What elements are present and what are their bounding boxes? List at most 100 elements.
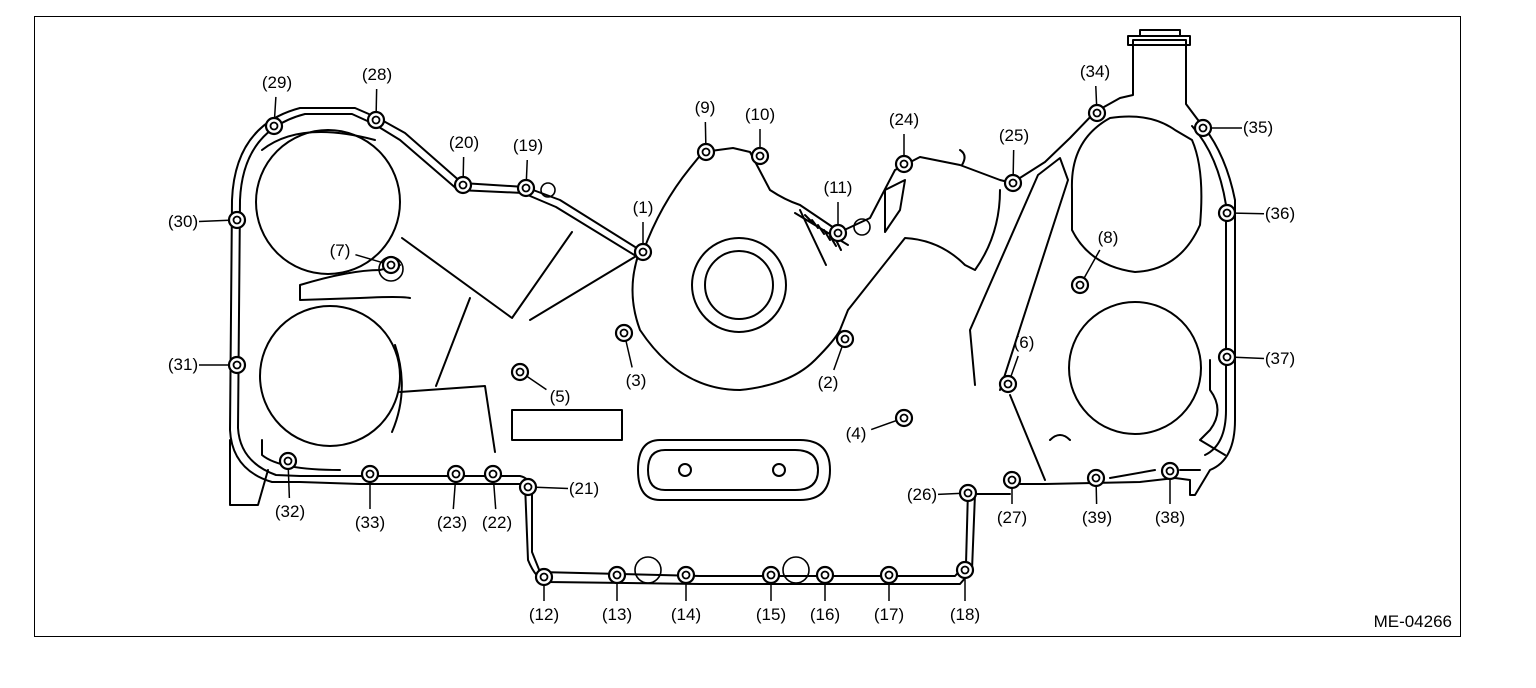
bolt-15: [761, 565, 781, 585]
bolt-28-head: [371, 115, 381, 125]
bolt-label-22: (22): [482, 513, 512, 532]
bolt-5: [510, 362, 530, 382]
bolt-layer: (1)(2)(3)(4)(5)(6)(7)(8)(9)(10)(11)(12)(…: [168, 62, 1295, 624]
right-lower-pulley: [1068, 301, 1202, 435]
bolt-label-31: (31): [168, 355, 198, 374]
bolt-2-head: [840, 334, 850, 344]
bolt-4: [894, 408, 914, 428]
center-cover-lobe: [631, 189, 1001, 391]
bolt-label-8: (8): [1098, 228, 1119, 247]
leader-line-3: [625, 340, 633, 368]
bolt-label-37: (37): [1265, 349, 1295, 368]
bolt-12-head: [539, 572, 549, 582]
bolt-6: [998, 374, 1018, 394]
bolt-30: [227, 210, 247, 230]
bolt-22-head: [488, 469, 498, 479]
bolt-16-head: [820, 570, 830, 580]
bolt-1-head: [638, 247, 648, 257]
leader-line-22: [492, 481, 497, 510]
right-upper-pulley: [1070, 115, 1203, 273]
bolt-label-10: (10): [745, 105, 775, 124]
leader-line-4: [870, 419, 897, 431]
center-cover-outline: [642, 39, 1199, 253]
right-cover-web: [1009, 359, 1226, 481]
bolt-label-20: (20): [449, 133, 479, 152]
bolt-15-head: [766, 570, 776, 580]
tensioner-arm: [969, 157, 1069, 391]
leader-line-37: [1234, 356, 1265, 360]
bolt-label-15: (15): [756, 605, 786, 624]
leader-line-7: [355, 253, 384, 264]
bolt-11: [828, 223, 848, 243]
upper-belt-guide: [884, 149, 966, 233]
left-lower-pulley: [259, 305, 401, 447]
left-cover-rib: [399, 231, 573, 453]
bolt-label-36: (36): [1265, 204, 1295, 223]
bolt-19: [516, 178, 536, 198]
label-plate: [511, 409, 623, 441]
bolt-label-17: (17): [874, 605, 904, 624]
bolt-label-3: (3): [626, 371, 647, 390]
bolt-label-4: (4): [846, 424, 867, 443]
crank-sprocket-outer: [691, 237, 787, 333]
bolt-20-head: [458, 180, 468, 190]
bolt-label-16: (16): [810, 605, 840, 624]
bolt-33-head: [365, 469, 375, 479]
bolt-13-head: [612, 570, 622, 580]
bolt-36: [1217, 203, 1237, 223]
bolt-label-24: (24): [889, 110, 919, 129]
bolt-label-19: (19): [513, 136, 543, 155]
bolt-35-head: [1198, 123, 1208, 133]
left-lower-pulley-rim: [391, 344, 403, 433]
bolt-14: [676, 565, 696, 585]
bolt-21-head: [523, 482, 533, 492]
bolt-label-1: (1): [633, 198, 654, 217]
leader-line-5: [526, 375, 547, 391]
bolt-8: [1070, 275, 1090, 295]
bolt-37-head: [1222, 352, 1232, 362]
bolt-label-18: (18): [950, 605, 980, 624]
bolt-label-32: (32): [275, 502, 305, 521]
bolt-26-head: [963, 488, 973, 498]
bolt-6-head: [1003, 379, 1013, 389]
bolt-13: [607, 565, 627, 585]
bolt-31: [227, 355, 247, 375]
slot-hole-left: [678, 463, 692, 477]
bolt-5-head: [515, 367, 525, 377]
leader-line-8: [1083, 249, 1101, 279]
bolt-39-head: [1091, 473, 1101, 483]
bolt-39: [1086, 468, 1106, 488]
bolt-9: [696, 142, 716, 162]
bolt-7-head: [386, 260, 396, 270]
leader-line-6: [1010, 355, 1019, 377]
bolt-34-head: [1092, 108, 1102, 118]
bolt-label-13: (13): [602, 605, 632, 624]
figure-id: ME-04266: [1373, 612, 1452, 631]
leader-line-26: [937, 492, 961, 496]
idler-stud-19: [540, 182, 556, 198]
leader-line-21: [535, 486, 569, 490]
bolt-11-head: [833, 228, 843, 238]
bolt-32-head: [283, 456, 293, 466]
bolt-label-38: (38): [1155, 508, 1185, 527]
bolt-25: [1003, 173, 1023, 193]
leader-line-34: [1095, 85, 1098, 106]
bolt-label-26: (26): [907, 485, 937, 504]
bolt-label-33: (33): [355, 513, 385, 532]
leader-line-19: [525, 159, 528, 181]
bolt-32: [278, 451, 298, 471]
crank-sprocket-inner: [704, 250, 774, 320]
bolt-4-head: [899, 413, 909, 423]
leader-line-30: [198, 219, 230, 223]
bolt-27-head: [1007, 475, 1017, 485]
timing-scale: [794, 209, 849, 266]
bolt-label-11: (11): [824, 178, 853, 197]
bolt-12: [534, 567, 554, 587]
bolt-18-head: [960, 565, 970, 575]
center-slot-inner: [647, 449, 819, 491]
bolt-23-head: [451, 469, 461, 479]
bolt-20: [453, 175, 473, 195]
bolt-label-7: (7): [330, 241, 351, 260]
left-upper-pulley-rim: [261, 131, 376, 151]
